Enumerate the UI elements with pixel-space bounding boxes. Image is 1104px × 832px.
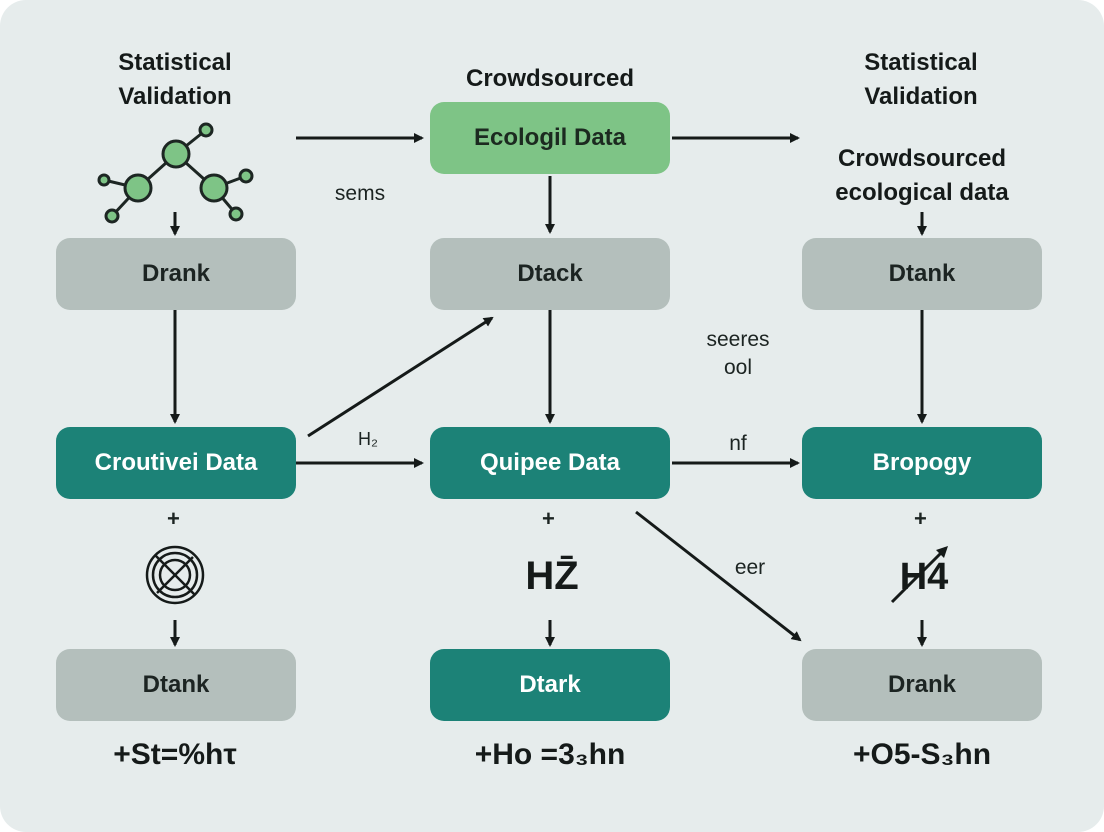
- box-quipee-data: Quipee Data: [430, 427, 670, 499]
- box-dtank-right: Dtank: [802, 238, 1042, 310]
- crossed-circle-icon: [145, 545, 205, 605]
- heading-right-sub: Crowdsourced ecological data: [835, 145, 1009, 206]
- network-nodes-icon: [97, 122, 254, 224]
- heading-center: Crowdsourced: [465, 65, 635, 92]
- box-bropogy: Bropogy: [802, 427, 1042, 499]
- box-dtack: Dtack: [430, 238, 670, 310]
- formula-right: +O5-S₃hn: [852, 738, 992, 771]
- formula-left: +St=%hτ: [113, 738, 237, 771]
- box-dtank-bottom-left: Dtank: [56, 649, 296, 721]
- center-symbol: HZ̄: [525, 554, 579, 598]
- plus-center: +: [542, 506, 555, 531]
- heading-left: Statistical Validation: [118, 49, 232, 110]
- box-drank-left: Drank: [56, 238, 296, 310]
- box-ecologil-data: Ecologil Data: [430, 102, 670, 174]
- edge-label-seeres: seeres ool: [706, 328, 770, 379]
- slash-arrow-icon: [890, 546, 948, 604]
- box-dtark: Dtark: [430, 649, 670, 721]
- formula-center: +Ho =3₃hn: [474, 738, 626, 771]
- arrow-quipee-to-drank: [635, 510, 802, 642]
- right-symbol: H4: [899, 556, 949, 598]
- box-croutivei-data: Croutivei Data: [56, 427, 296, 499]
- edge-label-nf: nf: [729, 432, 747, 455]
- edge-label-sems: sems: [334, 182, 386, 205]
- edge-label-h2: H₂: [358, 429, 378, 449]
- box-drank-bottom-right: Drank: [802, 649, 1042, 721]
- arrow-croutivei-to-dtack: [307, 316, 494, 438]
- edge-label-eer: eer: [734, 556, 766, 579]
- plus-right: +: [914, 506, 927, 531]
- heading-right: Statistical Validation: [864, 49, 978, 110]
- plus-left: +: [167, 506, 180, 531]
